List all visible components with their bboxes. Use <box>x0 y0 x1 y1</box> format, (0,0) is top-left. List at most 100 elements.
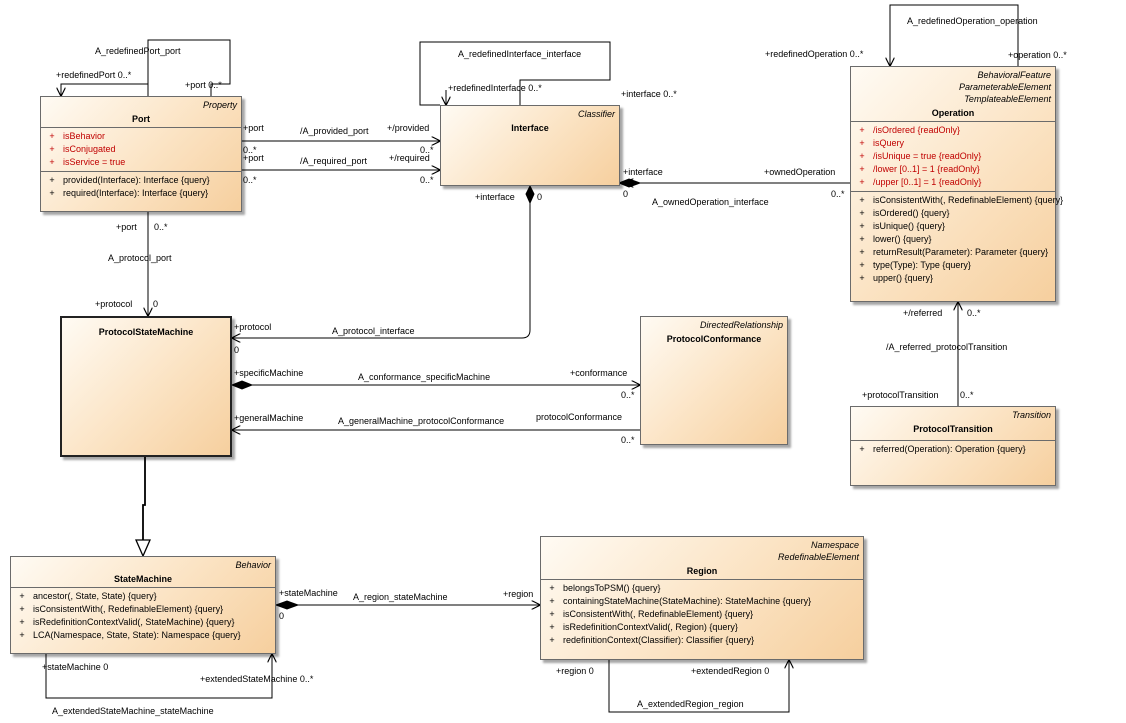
visibility-marker: + <box>859 138 865 148</box>
multiplicity-label: 0 <box>234 345 240 355</box>
operation-row: +LCA(Namespace, State, State): Namespace… <box>11 629 275 642</box>
protocol-transition-operations: + referred(Operation): Operation {query} <box>851 440 1055 458</box>
multiplicity-label: 0..* <box>420 175 434 185</box>
assoc-name-label: A_redefinedPort_port <box>95 46 181 56</box>
assoc-name-label: A_extendedRegion_region <box>637 699 744 709</box>
operation-row: +isOrdered() {query} <box>851 207 1055 220</box>
operation-text: isConsistentWith(, RedefinableElement) {… <box>873 195 1064 205</box>
operation-row: + isConsistentWith(, RedefinableElement) … <box>851 194 1063 207</box>
role-label: +port <box>116 222 137 232</box>
role-label: +redefinedPort 0..* <box>56 70 132 80</box>
operation-row: +type(Type): Type {query} <box>851 259 1055 272</box>
assoc-redefined-operation <box>890 4 1019 66</box>
region-class[interactable]: Namespace RedefinableElement Region +bel… <box>540 536 864 660</box>
multiplicity-label: 0..* <box>967 308 981 318</box>
region-stereotype-2: RedefinableElement <box>777 552 859 562</box>
operation-text: type(Type): Type {query} <box>873 260 971 270</box>
state-machine-stereotype: Behavior <box>235 560 271 570</box>
protocol-conformance-class[interactable]: DirectedRelationship ProtocolConformance <box>640 316 788 445</box>
role-label: protocolConformance <box>536 412 623 422</box>
protocol-conformance-name: ProtocolConformance <box>666 334 762 344</box>
assoc-name-label: A_ownedOperation_interface <box>652 197 769 207</box>
visibility-marker: + <box>859 273 865 283</box>
assoc-name-label: A_protocol_port <box>108 253 172 263</box>
operation-text: lower() {query} <box>873 234 932 244</box>
interface-name: Interface <box>511 123 549 133</box>
interface-class[interactable]: Classifier Interface <box>440 105 620 186</box>
multiplicity-label: 0..* <box>960 390 974 400</box>
assoc-redefined-port <box>60 83 149 96</box>
visibility-marker: + <box>19 630 25 640</box>
visibility-marker: + <box>859 151 865 161</box>
visibility-marker: + <box>859 195 865 205</box>
operation-row: +isConsistentWith(, RedefinableElement) … <box>11 603 275 616</box>
operation-text: isConsistentWith(, RedefinableElement) {… <box>563 609 754 619</box>
visibility-marker: + <box>19 591 25 601</box>
operation-text: referred(Operation): Operation {query} <box>873 444 1026 454</box>
attribute-text: isConjugated <box>63 144 116 154</box>
assoc-extended-state-machine <box>45 654 272 699</box>
protocol-conformance-stereotype: DirectedRelationship <box>699 320 783 330</box>
role-label: +interface 0..* <box>621 89 677 99</box>
port-operations: +provided(Interface): Interface {query} … <box>41 171 241 202</box>
operation-stereotype-2: ParameterableElement <box>958 82 1051 92</box>
operation-text: returnResult(Parameter): Parameter {quer… <box>873 247 1049 257</box>
operation-text: isRedefinitionContextValid(, Region) {qu… <box>563 622 738 632</box>
protocol-transition-class[interactable]: Transition ProtocolTransition +referred(… <box>850 406 1056 486</box>
composition-diamond-interface-protocol <box>525 184 535 205</box>
state-machine-class[interactable]: Behavior StateMachine +ancestor(, State,… <box>10 556 276 654</box>
assoc-name-label: A_generalMachine_protocolConformance <box>338 416 505 426</box>
attribute-row: +isBehavior <box>41 130 241 143</box>
operation-class[interactable]: BehavioralFeature ParameterableElement T… <box>850 66 1063 302</box>
visibility-marker: + <box>49 188 55 198</box>
attribute-text: isService = true <box>63 157 126 167</box>
role-label: +ownedOperation <box>764 167 836 177</box>
role-label: +port <box>243 153 264 163</box>
protocol-state-machine-class[interactable]: ProtocolStateMachine <box>60 316 232 457</box>
visibility-marker: + <box>859 164 865 174</box>
role-label: +stateMachine <box>279 588 338 598</box>
role-label: +stateMachine 0 <box>42 662 109 672</box>
role-label: +specificMachine <box>234 368 304 378</box>
operation-row: +isRedefinitionContextValid(, StateMachi… <box>11 616 275 629</box>
role-label: +interface <box>623 167 663 177</box>
attribute-text: isBehavior <box>63 131 106 141</box>
operation-row: + returnResult(Parameter): Parameter {que… <box>851 246 1055 259</box>
visibility-marker: + <box>859 444 865 454</box>
operation-stereotype-1: BehavioralFeature <box>977 70 1051 80</box>
multiplicity-label: 0..* <box>154 222 168 232</box>
assoc-name-label: /A_provided_port <box>300 126 369 136</box>
role-label: +interface <box>475 192 515 202</box>
visibility-marker: + <box>859 247 865 257</box>
visibility-marker: + <box>19 604 25 614</box>
operation-text: redefinitionContext(Classifier): Classif… <box>563 635 755 645</box>
port-class[interactable]: Property Port +isBehavior +isConjugated … <box>40 96 242 212</box>
assoc-redefined-interface <box>419 41 611 106</box>
visibility-marker: + <box>859 125 865 135</box>
assoc-name-label: A_conformance_specificMachine <box>358 372 491 382</box>
operation-text: isUnique() {query} <box>873 221 946 231</box>
operation-row: +isConsistentWith(, RedefinableElement) … <box>541 608 863 621</box>
role-label: +protocol <box>234 322 272 332</box>
operation-row: +belongsToPSM() {query} <box>541 582 863 595</box>
role-label: +extendedRegion 0 <box>691 666 770 676</box>
operation-row: + isUnique() {query} <box>851 220 1055 233</box>
multiplicity-label: 0..* <box>243 145 257 155</box>
attribute-row: +/isUnique = true {readOnly} <box>851 150 1055 163</box>
visibility-marker: + <box>49 157 55 167</box>
assoc-protocol-interface <box>232 203 531 338</box>
role-label: +operation 0..* <box>1008 50 1067 60</box>
role-label: +region 0 <box>556 666 594 676</box>
attribute-text: /isOrdered {readOnly} <box>873 125 961 135</box>
role-label: +conformance <box>570 368 628 378</box>
state-machine-operations: +ancestor(, State, State) {query} +isCon… <box>11 587 275 644</box>
operation-row: +required(Interface): Interface {query} <box>41 187 241 200</box>
visibility-marker: + <box>859 221 865 231</box>
assoc-name-label: A_region_stateMachine <box>353 592 448 602</box>
assoc-extended-region <box>608 660 789 713</box>
visibility-marker: + <box>49 175 55 185</box>
operation-text: containingStateMachine(StateMachine): St… <box>563 596 812 606</box>
region-name: Region <box>686 566 718 576</box>
visibility-marker: + <box>549 622 555 632</box>
